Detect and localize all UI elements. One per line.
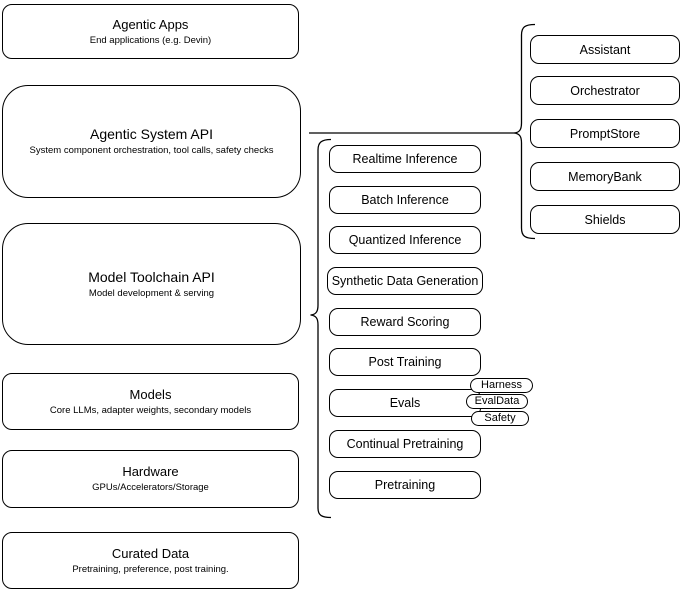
tag-evaldata: EvalData — [466, 394, 528, 409]
box-hardware: Hardware GPUs/Accelerators/Storage — [2, 450, 299, 508]
box-realtime-inference: Realtime Inference — [329, 145, 481, 173]
agentic-system-api-subtitle: System component orchestration, tool cal… — [29, 145, 274, 156]
model-toolchain-api-subtitle: Model development & serving — [88, 287, 215, 299]
models-subtitle: Core LLMs, adapter weights, secondary mo… — [49, 404, 252, 416]
box-model-toolchain-api: Model Toolchain API Model development & … — [2, 223, 301, 345]
model-toolchain-api-title: Model Toolchain API — [88, 268, 215, 285]
box-agentic-apps: Agentic Apps End applications (e.g. Devi… — [2, 4, 299, 59]
box-promptstore: PromptStore — [530, 119, 680, 148]
box-assistant: Assistant — [530, 35, 680, 64]
hardware-subtitle: GPUs/Accelerators/Storage — [92, 482, 209, 493]
agentic-system-api-title: Agentic System API — [90, 126, 213, 142]
box-evals: Evals — [329, 389, 481, 417]
toolchain-brace — [310, 138, 332, 519]
box-pretraining: Pretraining — [329, 471, 481, 499]
box-continual-pretraining: Continual Pretraining — [329, 430, 481, 458]
box-synthetic-data-generation: Synthetic Data Generation — [327, 267, 483, 295]
box-memorybank: MemoryBank — [530, 162, 680, 191]
tag-safety: Safety — [471, 410, 529, 426]
curated-data-title: Curated Data — [111, 545, 190, 561]
hardware-title: Hardware — [122, 464, 179, 479]
agentic-apps-title: Agentic Apps — [112, 16, 189, 32]
box-curated-data: Curated Data Pretraining, preference, po… — [2, 532, 299, 589]
box-agentic-system-api: Agentic System API System component orch… — [2, 85, 301, 198]
curated-data-subtitle: Pretraining, preference, post training. — [72, 563, 229, 575]
models-title: Models — [129, 386, 172, 402]
box-batch-inference: Batch Inference — [329, 186, 481, 214]
box-models: Models Core LLMs, adapter weights, secon… — [2, 373, 299, 430]
box-quantized-inference: Quantized Inference — [329, 226, 481, 254]
box-reward-scoring: Reward Scoring — [329, 308, 481, 336]
box-post-training: Post Training — [329, 348, 481, 376]
agentic-apps-subtitle: End applications (e.g. Devin) — [89, 34, 212, 46]
box-orchestrator: Orchestrator — [530, 76, 680, 105]
tag-harness: Harness — [470, 377, 533, 393]
box-shields: Shields — [530, 205, 680, 234]
